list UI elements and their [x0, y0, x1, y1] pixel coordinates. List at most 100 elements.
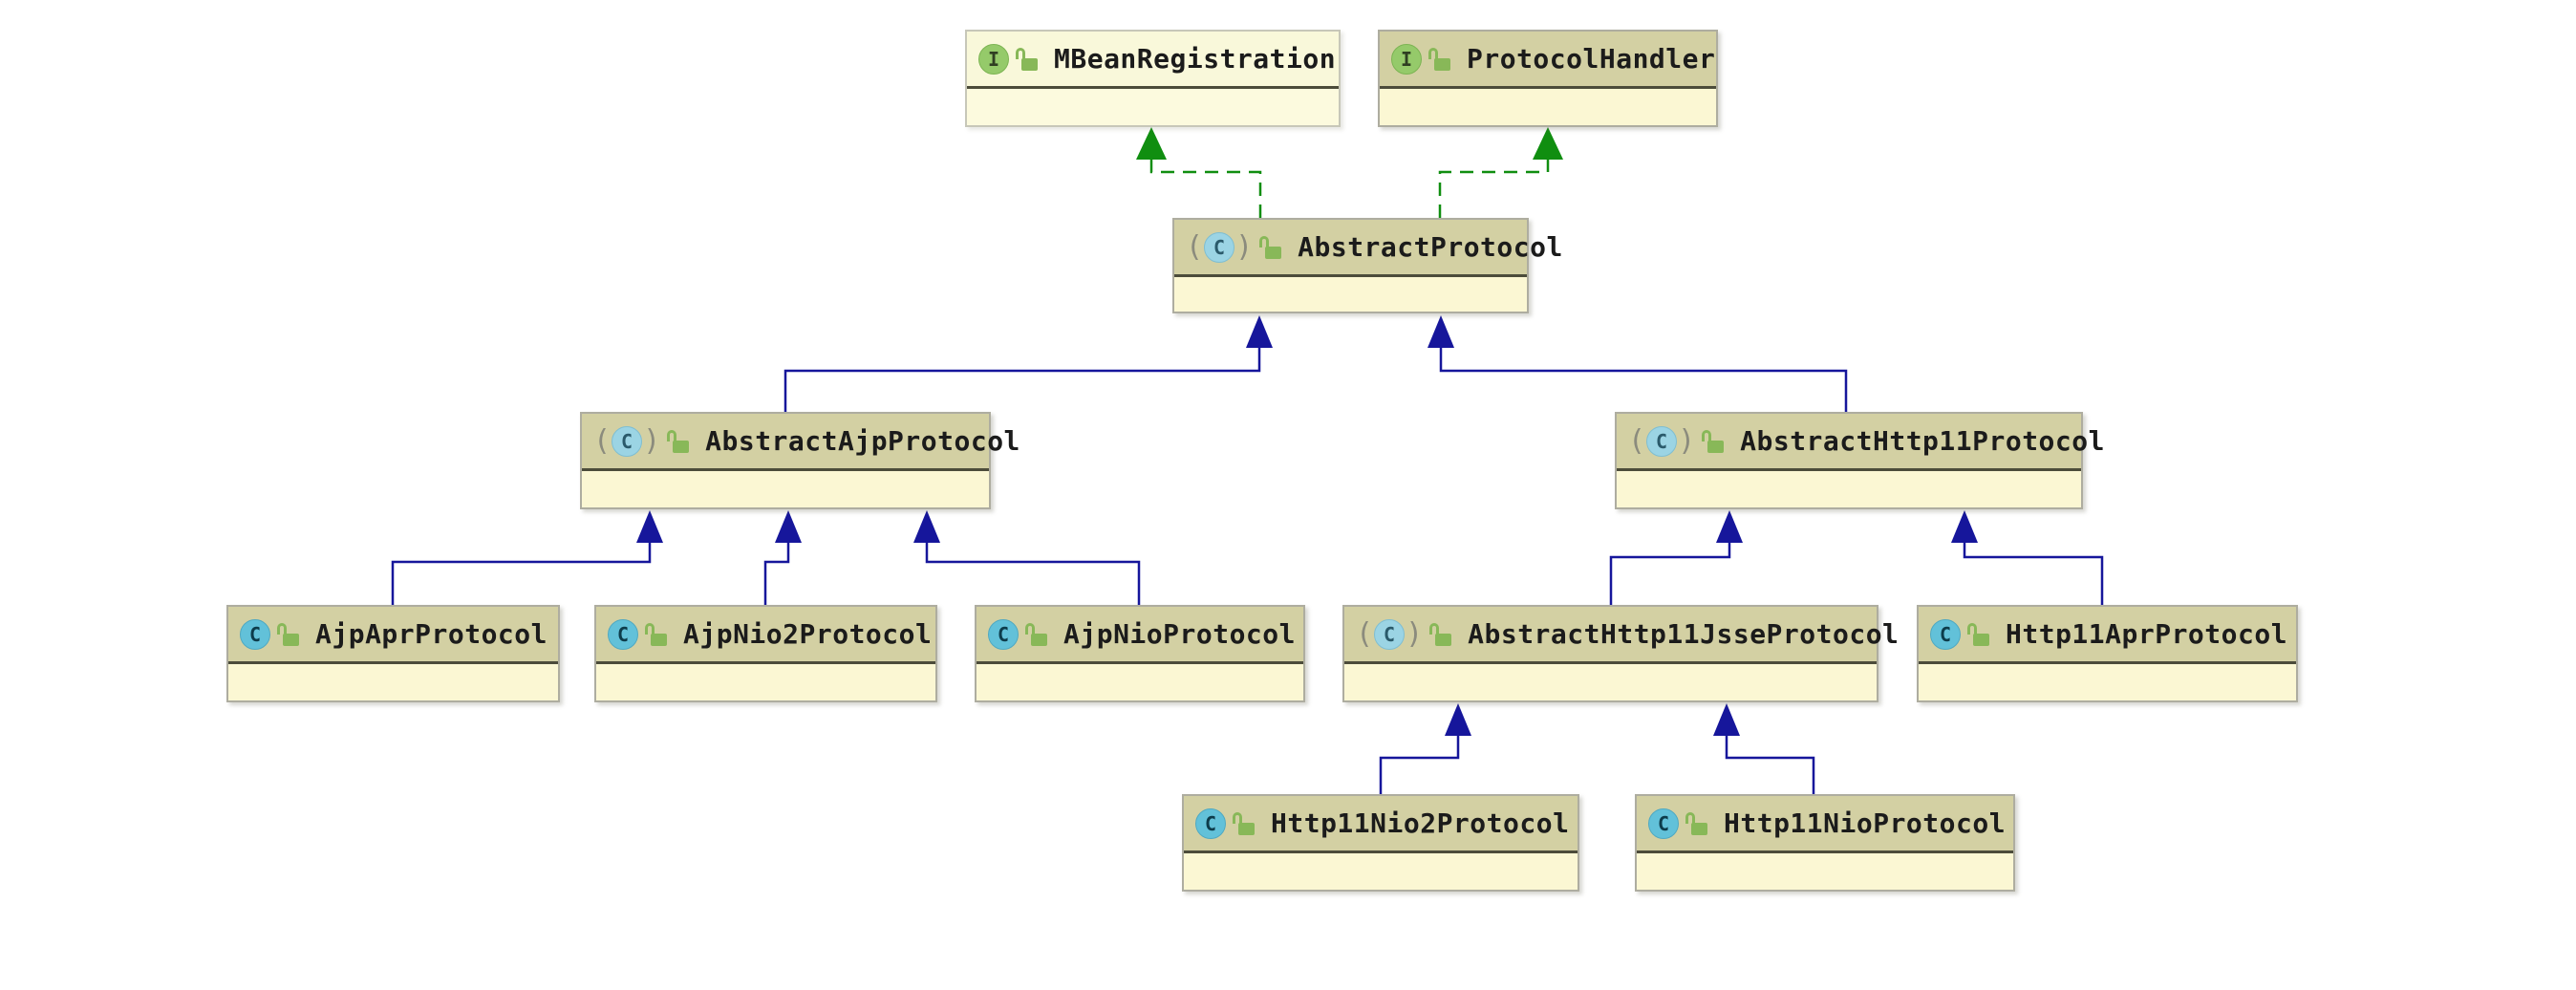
node-members-section	[596, 664, 935, 700]
node-members-section	[1184, 853, 1578, 890]
class-node-abstracthttp11protocol[interactable]: ( C ) AbstractHttp11Protocol	[1615, 412, 2105, 509]
class-node-ajpaprprotocol[interactable]: C AjpAprProtocol	[226, 605, 560, 702]
class-node-protocolhandler[interactable]: I ProtocolHandler	[1378, 30, 1718, 127]
node-title: ProtocolHandler	[1467, 43, 1716, 75]
class-node-abstracthttp11jsseprotocol[interactable]: ( C ) AbstractHttp11JsseProtocol	[1342, 605, 1899, 702]
unlocked-padlock-icon	[1016, 46, 1039, 73]
unlocked-padlock-icon	[1428, 46, 1451, 73]
node-header: C Http11Nio2Protocol	[1184, 796, 1578, 853]
interface-icon: I	[978, 43, 1009, 75]
class-icon: C	[240, 618, 270, 650]
node-members-section	[228, 664, 558, 700]
node-title: AjpAprProtocol	[315, 618, 548, 650]
implements-arrowhead-icon	[1136, 127, 1167, 160]
node-header: C AjpNio2Protocol	[596, 607, 935, 664]
unlocked-padlock-icon	[667, 428, 690, 455]
node-members-section	[1617, 471, 2081, 507]
class-node-abstractprotocol[interactable]: ( C ) AbstractProtocol	[1172, 218, 1562, 313]
extends-arrowhead-icon	[1713, 703, 1740, 736]
class-node-http11nioprotocol[interactable]: C Http11NioProtocol	[1635, 794, 2015, 892]
unlocked-padlock-icon	[1259, 234, 1282, 261]
unlocked-padlock-icon	[1429, 621, 1452, 648]
class-icon: C	[1195, 807, 1226, 839]
unlocked-padlock-icon	[1702, 428, 1725, 455]
class-node-ajpnio2protocol[interactable]: C AjpNio2Protocol	[594, 605, 937, 702]
implements-edge-line	[1149, 160, 1262, 218]
extends-edge-line	[784, 348, 1261, 412]
abstract-class-icon: ( C )	[1186, 229, 1254, 264]
edge-ajpaprprotocol-extends-abstractajpprotocol	[391, 510, 663, 605]
extends-arrowhead-icon	[1428, 315, 1454, 348]
class-node-http11nio2protocol[interactable]: C Http11Nio2Protocol	[1182, 794, 1579, 892]
node-members-section	[1919, 664, 2296, 700]
implements-edge-line	[1438, 160, 1550, 218]
unlocked-padlock-icon	[1025, 621, 1048, 648]
extends-edge-line	[1609, 542, 1731, 605]
extends-arrowhead-icon	[1951, 510, 1978, 543]
node-header: ( C ) AbstractHttp11JsseProtocol	[1344, 607, 1899, 664]
node-members-section	[1380, 89, 1716, 125]
extends-edge-line	[763, 542, 790, 605]
unlocked-padlock-icon	[645, 621, 668, 648]
edge-abstracthttp11protocol-extends-abstractprotocol	[1428, 315, 1848, 412]
edge-ajpnioprotocol-extends-abstractajpprotocol	[913, 510, 1141, 605]
extends-arrowhead-icon	[1445, 703, 1471, 736]
extends-edge-line	[1439, 348, 1848, 412]
extends-edge-line	[1725, 735, 1815, 794]
extends-arrowhead-icon	[636, 510, 663, 543]
extends-arrowhead-icon	[775, 510, 802, 543]
node-title: MBeanRegistration	[1054, 43, 1337, 75]
edge-http11nio2protocol-extends-abstracthttp11jsseprotocol	[1379, 703, 1471, 794]
node-members-section	[1174, 277, 1527, 312]
edge-http11aprprotocol-extends-abstracthttp11protocol	[1951, 510, 2104, 605]
edge-http11nioprotocol-extends-abstracthttp11jsseprotocol	[1713, 703, 1815, 794]
unlocked-padlock-icon	[1685, 810, 1708, 837]
node-header: C Http11AprProtocol	[1919, 607, 2296, 664]
abstract-class-icon: ( C )	[1356, 616, 1424, 651]
node-header: ( C ) AbstractHttp11Protocol	[1617, 414, 2105, 471]
unlocked-padlock-icon	[1967, 621, 1990, 648]
extends-edge-line	[1963, 542, 2104, 605]
edge-abstracthttp11jsseprotocol-extends-abstracthttp11protocol	[1609, 510, 1743, 605]
node-members-section	[1637, 853, 2013, 890]
edge-ajpnio2protocol-extends-abstractajpprotocol	[763, 510, 802, 605]
node-members-section	[977, 664, 1303, 700]
node-members-section	[582, 471, 989, 507]
abstract-class-icon: ( C )	[593, 423, 661, 458]
class-node-mbeanregistration[interactable]: I MBeanRegistration	[965, 30, 1341, 127]
unlocked-padlock-icon	[277, 621, 300, 648]
edge-abstractprotocol-implements-mbeanregistration	[1136, 127, 1262, 218]
node-title: AbstractHttp11JsseProtocol	[1468, 618, 1900, 650]
node-members-section	[1344, 664, 1877, 700]
extends-edge-line	[925, 542, 1141, 605]
node-title: AjpNio2Protocol	[683, 618, 933, 650]
class-node-http11aprprotocol[interactable]: C Http11AprProtocol	[1917, 605, 2298, 702]
class-icon: C	[608, 618, 638, 650]
extends-edge-line	[391, 542, 652, 605]
node-header: ( C ) AbstractAjpProtocol	[582, 414, 1020, 471]
node-header: C AjpNioProtocol	[977, 607, 1303, 664]
interface-icon: I	[1391, 43, 1422, 75]
node-header: C AjpAprProtocol	[228, 607, 558, 664]
edge-abstractprotocol-implements-protocolhandler	[1438, 127, 1563, 218]
class-icon: C	[1930, 618, 1961, 650]
node-header: I MBeanRegistration	[967, 32, 1339, 89]
class-icon: C	[988, 618, 1019, 650]
node-title: Http11NioProtocol	[1724, 807, 2007, 839]
class-node-ajpnioprotocol[interactable]: C AjpNioProtocol	[975, 605, 1305, 702]
node-members-section	[967, 89, 1339, 125]
class-icon: C	[1648, 807, 1679, 839]
extends-arrowhead-icon	[1716, 510, 1743, 543]
class-node-abstractajpprotocol[interactable]: ( C ) AbstractAjpProtocol	[580, 412, 1020, 509]
node-header: I ProtocolHandler	[1380, 32, 1716, 89]
node-title: AbstractProtocol	[1298, 231, 1563, 263]
node-title: Http11AprProtocol	[2006, 618, 2288, 650]
node-header: C Http11NioProtocol	[1637, 796, 2013, 853]
node-title: AjpNioProtocol	[1063, 618, 1297, 650]
unlocked-padlock-icon	[1233, 810, 1256, 837]
node-title: AbstractAjpProtocol	[705, 425, 1020, 457]
extends-arrowhead-icon	[1246, 315, 1273, 348]
extends-arrowhead-icon	[913, 510, 940, 543]
node-title: Http11Nio2Protocol	[1271, 807, 1570, 839]
